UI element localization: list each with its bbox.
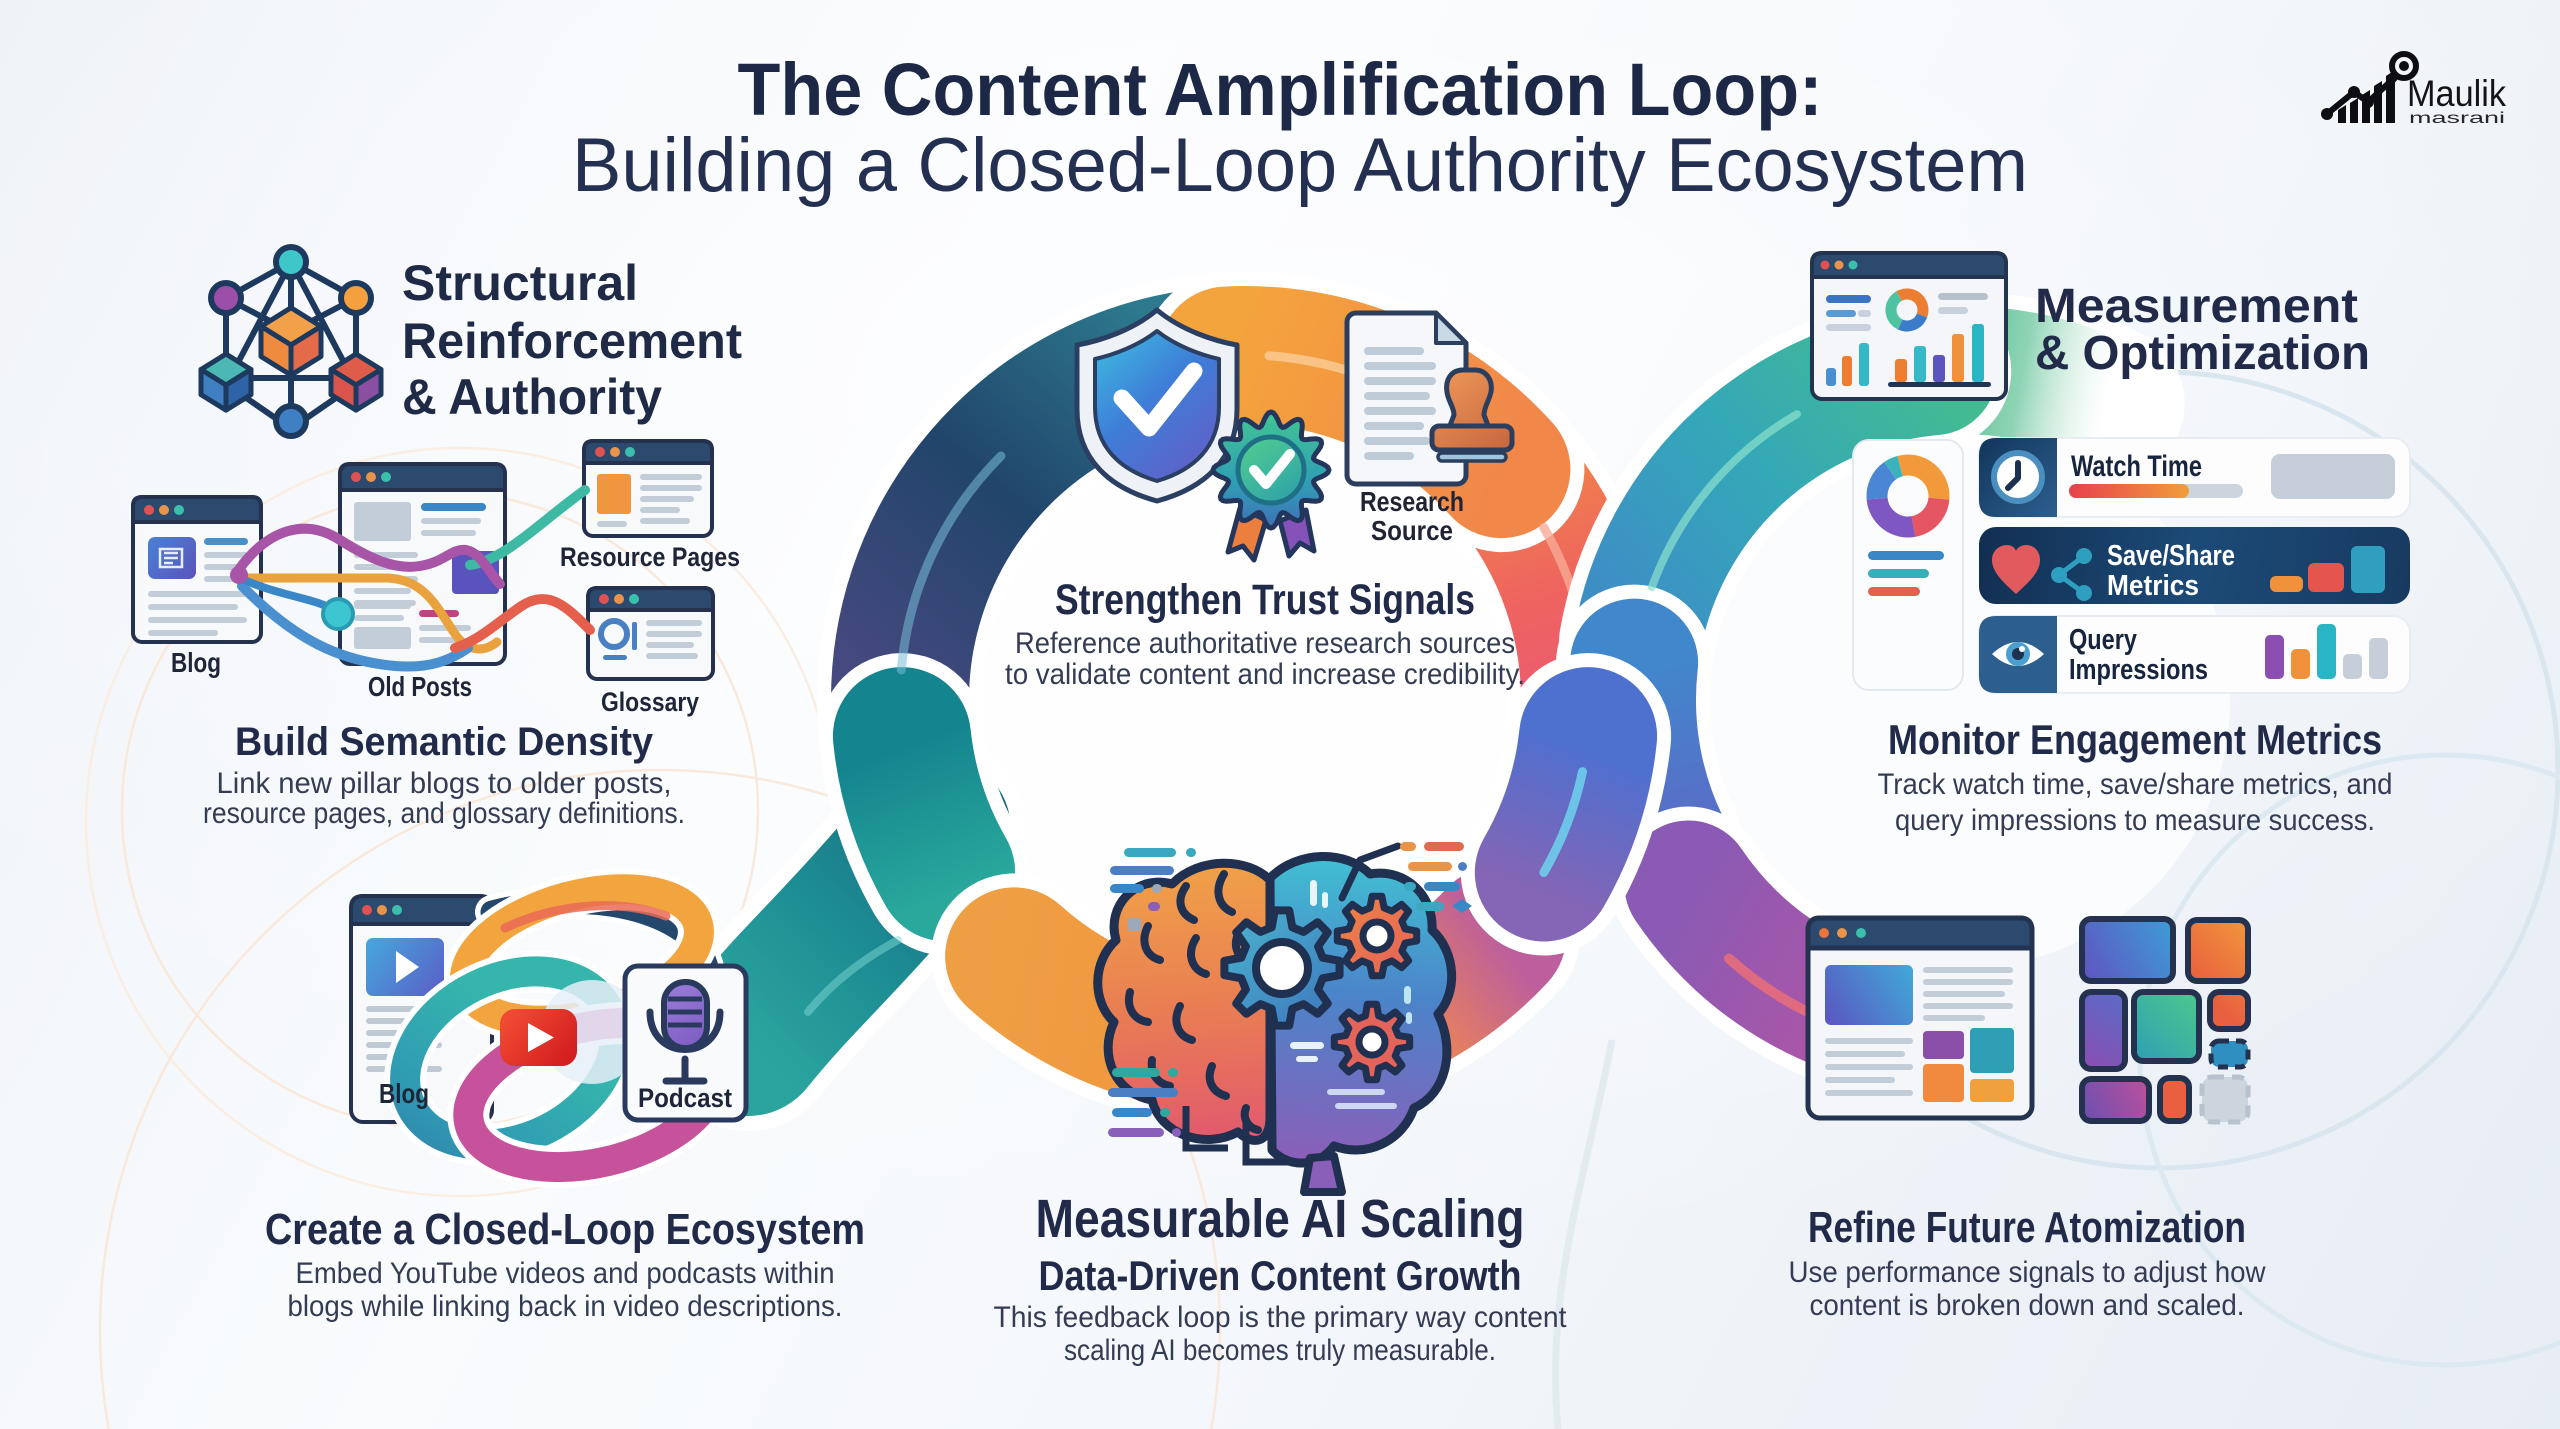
svg-text:Blog: Blog [379, 1078, 429, 1109]
svg-text:scaling AI becomes truly measu: scaling AI becomes truly measurable. [1064, 1334, 1496, 1367]
svg-text:masrani: masrani [2409, 110, 2505, 127]
svg-text:Track watch time, save/share m: Track watch time, save/share metrics, an… [1878, 768, 2393, 801]
svg-text:Monitor Engagement Metrics: Monitor Engagement Metrics [1888, 716, 2382, 763]
svg-text:Measurement: Measurement [2035, 280, 2358, 333]
svg-text:The Content Amplification Loop: The Content Amplification Loop: [738, 48, 1823, 131]
svg-text:Refine Future Atomization: Refine Future Atomization [1808, 1203, 2246, 1252]
svg-text:Strengthen Trust Signals: Strengthen Trust Signals [1055, 576, 1475, 624]
svg-text:Podcast: Podcast [638, 1083, 732, 1113]
svg-text:Source: Source [1371, 515, 1453, 546]
svg-text:content is broken down and sca: content is broken down and scaled. [1810, 1289, 2245, 1322]
svg-text:This feedback loop is the prim: This feedback loop is the primary way co… [994, 1301, 1568, 1334]
svg-text:Reference authoritative resear: Reference authoritative research sources [1015, 627, 1515, 660]
svg-text:Blog: Blog [171, 647, 221, 678]
svg-text:Build Semantic Density: Build Semantic Density [235, 720, 654, 764]
svg-text:Query: Query [2069, 624, 2137, 656]
svg-text:Impressions: Impressions [2069, 654, 2208, 686]
svg-text:Data-Driven Content Growth: Data-Driven Content Growth [1039, 1252, 1522, 1299]
svg-text:Use performance signals to adj: Use performance signals to adjust how [1789, 1256, 2266, 1289]
svg-text:Building a Closed-Loop Authori: Building a Closed-Loop Authority Ecosyst… [572, 123, 2028, 208]
svg-text:Structural: Structural [402, 255, 638, 311]
svg-text:Embed YouTube videos and podca: Embed YouTube videos and podcasts within [296, 1257, 835, 1290]
svg-text:Watch Time: Watch Time [2071, 450, 2202, 483]
svg-text:Link new pillar blogs to older: Link new pillar blogs to older posts, [217, 767, 672, 800]
svg-text:Measurable AI Scaling: Measurable AI Scaling [1036, 1189, 1525, 1249]
svg-text:Resource Pages: Resource Pages [560, 542, 740, 572]
svg-text:Create a Closed-Loop Ecosystem: Create a Closed-Loop Ecosystem [265, 1205, 865, 1254]
svg-text:query impressions to measure s: query impressions to measure success. [1895, 804, 2375, 837]
svg-text:& Authority: & Authority [402, 369, 662, 425]
svg-text:Metrics: Metrics [2107, 570, 2199, 602]
svg-text:resource pages, and glossary d: resource pages, and glossary definitions… [203, 797, 685, 830]
svg-text:Old Posts: Old Posts [368, 671, 472, 702]
svg-text:blogs while linking back in vi: blogs while linking back in video descri… [288, 1290, 843, 1323]
svg-text:Research: Research [1360, 486, 1464, 517]
svg-text:Glossary: Glossary [601, 687, 699, 717]
svg-text:Reinforcement: Reinforcement [402, 313, 742, 369]
svg-text:& Optimization: & Optimization [2035, 327, 2370, 380]
svg-text:Maulik: Maulik [2407, 73, 2506, 114]
svg-text:to validate content and increa: to validate content and increase credibi… [1005, 658, 1525, 691]
svg-text:Save/Share: Save/Share [2107, 540, 2235, 572]
